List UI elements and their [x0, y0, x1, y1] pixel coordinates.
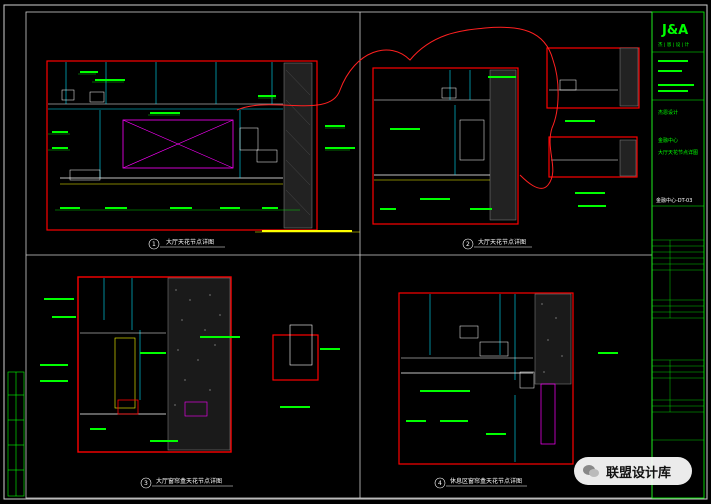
- view-4-title: 4 休息区窗帘盒天花节点详图: [434, 477, 527, 489]
- view-4-number: 4: [438, 480, 442, 487]
- view-3-number: 3: [144, 480, 148, 487]
- view-2-title: 2 大厅天花节点详图: [462, 238, 532, 250]
- watermark-badge: 联盟设计库: [574, 457, 692, 485]
- view-1-title: 1 大厅天花节点详图: [148, 238, 225, 250]
- view-2-detail: [372, 47, 640, 225]
- sheet-outer-border: [3, 4, 708, 500]
- view-1-number: 1: [152, 241, 156, 248]
- project-name-line-1: 金融中心: [658, 137, 678, 144]
- company-logo: J&A 杰 | 恩 | 设 | 计: [658, 23, 690, 48]
- view-2-number: 2: [466, 241, 470, 248]
- chat-bubbles-icon: [583, 465, 599, 477]
- title-block: J&A 杰 | 恩 | 设 | 计 杰恩设计 金融中心 大厅天花节点详图 金融中…: [651, 11, 705, 499]
- company-name: 杰恩设计: [658, 109, 678, 116]
- project-name-line-2: 大厅天花节点详图: [658, 149, 698, 156]
- drawing-number: 金融中心-DT-03: [656, 197, 692, 204]
- view-1-detail: [46, 60, 360, 233]
- view-2-title-text: 大厅天花节点详图: [478, 238, 526, 246]
- revision-strip: [7, 371, 25, 497]
- view-4-title-text: 休息区窗帘盒天花节点详图: [450, 477, 522, 485]
- logo-mark: J&A: [661, 23, 688, 38]
- logo-subtext: 杰 | 恩 | 设 | 计: [658, 41, 690, 48]
- view-3-title-text: 大厅窗帘盒天花节点详图: [156, 477, 222, 485]
- ceiling-panel-hatch: [122, 119, 234, 169]
- view-4-detail: [398, 292, 618, 465]
- view-3-title: 3 大厅窗帘盒天花节点详图: [140, 477, 233, 489]
- revision-cloud: [236, 26, 559, 189]
- watermark-text: 联盟设计库: [606, 465, 672, 481]
- view-3-detail: [40, 276, 340, 453]
- view-1-title-text: 大厅天花节点详图: [166, 238, 214, 246]
